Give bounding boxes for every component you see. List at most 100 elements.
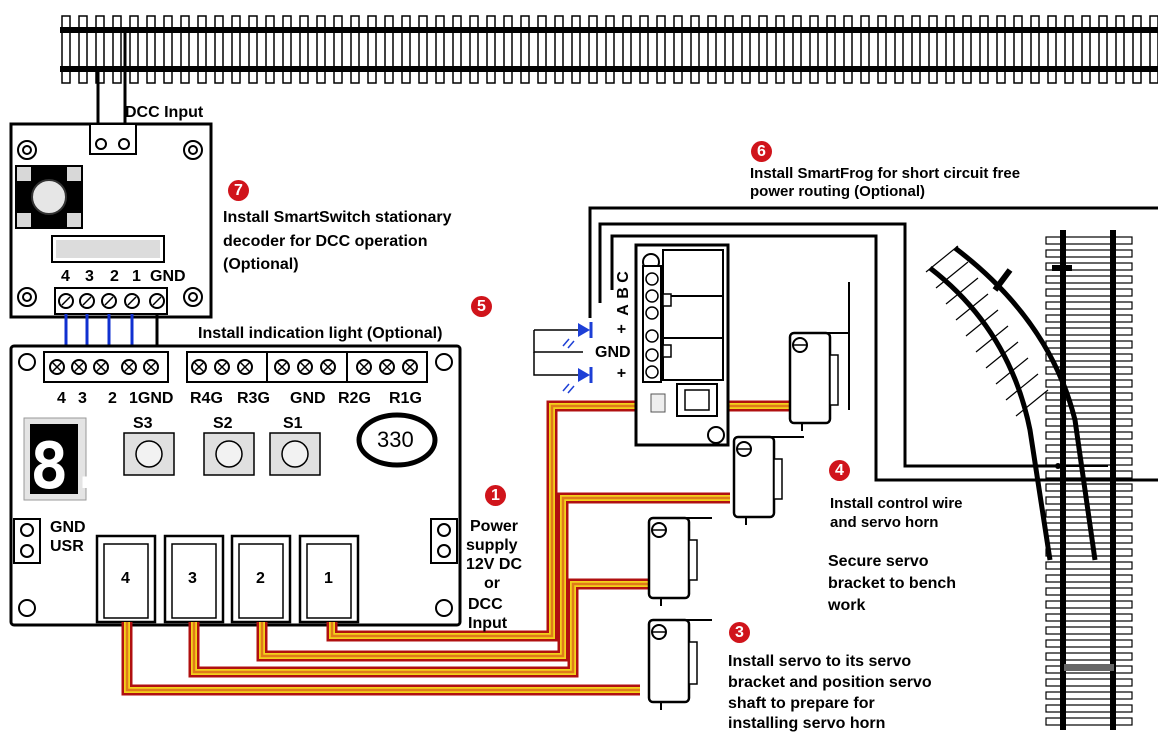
connector-1-label: 1 [324, 570, 333, 587]
main-pin-1gnd: 1GND [129, 390, 174, 407]
screw-slot [152, 296, 162, 306]
frog-pin-c: C [614, 271, 632, 283]
step-1-line6: Input [468, 615, 508, 632]
servos [647, 282, 850, 710]
track-tie [911, 15, 921, 84]
turnout-tie [1045, 379, 1133, 388]
relay [662, 295, 724, 339]
turnout-tie [1045, 288, 1133, 297]
turnout-tie [1045, 275, 1133, 284]
turnout-tie [1045, 704, 1133, 713]
gnd-label: GND [50, 519, 86, 536]
main-pin-r4g: R4G [190, 390, 223, 407]
harness-inner [260, 496, 730, 658]
step-1-line5: DCC [468, 596, 503, 613]
track-tie [962, 15, 972, 84]
track-tie [452, 15, 462, 84]
screw-slot [95, 361, 107, 373]
track-tie [435, 15, 445, 84]
connector-2-label: 2 [256, 570, 265, 587]
step-1-line3: 12V DC [466, 556, 523, 573]
led-ray [562, 338, 570, 347]
turnout-tie [1045, 301, 1133, 310]
frog-pin-plus1: + [613, 324, 631, 334]
turnout-tie [1045, 639, 1133, 648]
track-tie [639, 15, 649, 84]
terminal-screw [645, 272, 659, 286]
main-pin-r1g: R1G [389, 390, 422, 407]
screw-slot [299, 361, 311, 373]
track-tie [673, 15, 683, 84]
turnout-tie [1045, 431, 1133, 440]
screw-slot [276, 361, 288, 373]
screw-slot [51, 361, 63, 373]
track-tie [1098, 15, 1108, 84]
turnout-tie [1045, 366, 1133, 375]
track-tie [1149, 15, 1158, 84]
turnout-tie [1045, 652, 1133, 661]
harness-inner [192, 582, 650, 674]
step-6-line2: power routing (Optional) [750, 183, 925, 200]
screw-slot [216, 361, 228, 373]
resistor-value: 330 [377, 427, 414, 452]
main-pin-3: 3 [78, 390, 87, 407]
mount-hole [22, 292, 32, 302]
decoder-pin-2: 2 [110, 268, 119, 285]
turnout-tie [1045, 340, 1133, 349]
turnout-tie [1045, 314, 1133, 323]
main-board [9, 344, 462, 627]
track-tie [61, 15, 71, 84]
servo-tab [829, 354, 839, 406]
terminal-screw [645, 289, 659, 303]
frog-marker [1064, 664, 1114, 671]
relay-tab [662, 344, 672, 358]
turnout-tie [1045, 262, 1133, 271]
terminal-screw [95, 138, 107, 150]
track-tie [775, 15, 785, 84]
frog-wire-a [588, 206, 1158, 318]
track-tie [112, 15, 122, 84]
straight-rail-right [1110, 230, 1116, 730]
button-s3-cap [135, 440, 163, 468]
track-tie [996, 15, 1006, 84]
track-tie [486, 15, 496, 84]
turnout-tie [1045, 626, 1133, 635]
step-4-badge: 4 [829, 460, 850, 481]
step-7-line1: Install SmartSwitch stationary [223, 209, 452, 226]
decoder-output-screws [58, 293, 165, 309]
wire-coil [650, 393, 666, 413]
led-bottom [578, 368, 590, 382]
diverging-tie [995, 357, 1029, 385]
track-tie [146, 15, 156, 84]
mount-hole [707, 426, 725, 444]
led-ray [567, 385, 575, 394]
track-tie [588, 15, 598, 84]
diverging-tie [1015, 389, 1049, 417]
track-tie [299, 15, 309, 84]
track-tie [622, 15, 632, 84]
turnout-tie [1045, 327, 1133, 336]
connector-4-label: 4 [121, 570, 130, 587]
decoder-pin-3: 3 [85, 268, 94, 285]
indication-leds [533, 322, 593, 394]
turnout-tie [1045, 418, 1133, 427]
screw-slot [82, 296, 92, 306]
diverging-tie [935, 261, 969, 289]
decoder-pin-gnd: GND [150, 268, 186, 285]
straight-rail-left [1060, 230, 1066, 730]
servo-tab [688, 539, 698, 581]
decoder-pin-1: 1 [132, 268, 141, 285]
track-tie [554, 15, 564, 84]
diverging-rail-inner [953, 246, 1098, 561]
mount-hole [435, 599, 453, 617]
track-tie [605, 15, 615, 84]
terminal-screw [118, 138, 130, 150]
top-rail-upper [60, 27, 1158, 33]
terminal-screw [645, 306, 659, 320]
turnout-tie [1045, 613, 1133, 622]
track-tie [469, 15, 479, 84]
led-wire [533, 352, 583, 376]
turnout-tie [1045, 717, 1133, 726]
track-tie [367, 15, 377, 84]
